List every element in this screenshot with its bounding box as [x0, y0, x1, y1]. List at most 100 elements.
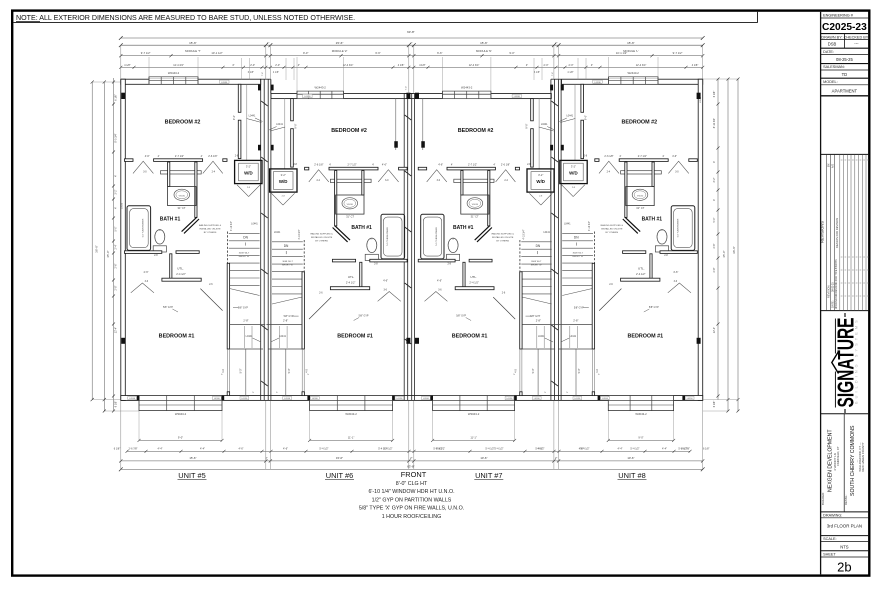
- svg-text:4': 4': [493, 164, 495, 167]
- svg-text:3-0: 3-0: [437, 179, 441, 182]
- svg-text:UNIT #5: UNIT #5: [178, 471, 205, 480]
- svg-text:DN: DN: [284, 244, 289, 248]
- svg-text:6'-6": 6'-6": [437, 51, 442, 55]
- svg-text:10'-1 1/2": 10'-1 1/2": [211, 51, 222, 55]
- svg-text:9'-0": 9'-0": [178, 435, 183, 439]
- svg-text:L0441: L0441: [566, 115, 573, 118]
- svg-text:18": 18": [159, 230, 162, 232]
- svg-text:5/8" GYP: 5/8" GYP: [456, 315, 466, 318]
- svg-text:1 HOUR ROOF/CEILING: 1 HOUR ROOF/CEILING: [382, 514, 441, 520]
- svg-text:3008 '66-T: 3008 '66-T: [282, 261, 293, 263]
- svg-text:5/8" GYP: 5/8" GYP: [284, 315, 294, 318]
- svg-text:15'-6": 15'-6": [189, 456, 196, 460]
- svg-text:31" CT: 31" CT: [178, 206, 186, 210]
- svg-text:TD: TD: [842, 72, 848, 77]
- svg-text:SALESMAN:: SALESMAN:: [823, 65, 845, 69]
- svg-text:10'-1 1/2": 10'-1 1/2": [616, 51, 627, 55]
- svg-text:L0596: L0596: [507, 398, 514, 400]
- svg-text:MODULE 'L': MODULE 'L': [623, 49, 639, 53]
- svg-text:L0596: L0596: [221, 82, 228, 84]
- svg-text:6 1/8": 6 1/8": [114, 401, 117, 408]
- svg-text:W/D: W/D: [244, 171, 253, 176]
- svg-text:5'-4 1/2": 5'-4 1/2": [494, 448, 503, 451]
- svg-text:12'-4 3/4": 12'-4 3/4": [469, 64, 480, 67]
- svg-text:2-4: 2-4: [212, 171, 216, 174]
- svg-text:2'-7 1/2": 2'-7 1/2": [468, 164, 477, 167]
- svg-text:4'-4": 4'-4": [662, 448, 667, 451]
- svg-text:4 1/8": 4 1/8": [567, 71, 573, 74]
- svg-text:63'-8": 63'-8": [407, 465, 415, 469]
- svg-text:UNIT #6: UNIT #6: [326, 471, 353, 480]
- svg-text:W2443-2: W2443-2: [315, 85, 327, 89]
- svg-text:SHORT 'W': SHORT 'W': [282, 265, 294, 267]
- svg-text:L0596: L0596: [687, 398, 694, 400]
- svg-text:W3043-2: W3043-2: [175, 412, 187, 416]
- svg-text:L0596: L0596: [700, 96, 702, 103]
- svg-text:L0596: L0596: [129, 398, 136, 400]
- svg-text:4'-6": 4'-6": [283, 448, 288, 451]
- svg-text:3rd FLOOR PLAN: 3rd FLOOR PLAN: [827, 524, 862, 529]
- svg-text:2'-8": 2'-8": [243, 319, 248, 323]
- svg-text:1'-6 7/8": 1'-6 7/8": [681, 448, 690, 451]
- svg-text:2-4: 2-4: [607, 171, 611, 174]
- svg-text:BEDROOM #2: BEDROOM #2: [165, 119, 201, 125]
- svg-text:2'-8": 2'-8": [283, 319, 288, 323]
- svg-text:5/8" GYP: 5/8" GYP: [530, 315, 540, 318]
- svg-text:2'-7 1/2": 2'-7 1/2": [348, 164, 357, 167]
- svg-text:3-6: 3-6: [674, 280, 678, 283]
- svg-text:2-8: 2-8: [374, 263, 378, 266]
- svg-text:6'-6": 6'-6": [375, 51, 380, 55]
- svg-text:12'-4 3/4": 12'-4 3/4": [636, 64, 647, 67]
- svg-text:4'-6": 4'-6": [145, 155, 150, 158]
- svg-text:ENGINEERING #: ENGINEERING #: [823, 13, 854, 17]
- svg-text:4': 4': [201, 155, 203, 158]
- svg-text:L0596: L0596: [242, 398, 249, 400]
- svg-text:UNIT #8: UNIT #8: [618, 471, 645, 480]
- svg-text:NEW HAVEN COUNTY: NEW HAVEN COUNTY: [861, 442, 865, 471]
- svg-text:8'-5 3/4": 8'-5 3/4": [114, 133, 117, 142]
- svg-text:2'-7 1/2": 2'-7 1/2": [638, 155, 647, 158]
- svg-text:NTS: NTS: [840, 545, 849, 550]
- svg-text:2": 2": [410, 457, 412, 460]
- svg-text:4 WOODY LN: 4 WOODY LN: [833, 453, 837, 471]
- svg-text:11'-1": 11'-1": [470, 435, 476, 439]
- svg-text:2'-8": 2'-8": [713, 267, 716, 272]
- svg-text:2-4: 2-4: [504, 179, 508, 182]
- svg-text:5'-4 1/2": 5'-4 1/2": [378, 448, 387, 451]
- svg-text:FRONT: FRONT: [401, 470, 427, 479]
- svg-text:5'-4 1/2": 5'-4 1/2": [678, 448, 687, 451]
- svg-text:6 1/8": 6 1/8": [114, 448, 121, 451]
- svg-text:4': 4': [329, 164, 331, 167]
- svg-text:4': 4': [713, 161, 716, 163]
- svg-text:BEDROOM #1: BEDROOM #1: [452, 334, 488, 340]
- svg-text:10'-6": 10'-6": [480, 456, 487, 460]
- svg-text:6'-10 1/4" WINDOW HDR HT U.N.O: 6'-10 1/4" WINDOW HDR HT U.N.O.: [368, 489, 454, 495]
- svg-text:L0441: L0441: [279, 335, 286, 338]
- svg-text:3'-2": 3'-2": [281, 173, 286, 177]
- svg-text:4'-4": 4'-4": [618, 448, 623, 451]
- svg-text:4 1/8": 4 1/8": [419, 64, 426, 67]
- svg-text:RAILING SUPPLIED &: RAILING SUPPLIED &: [492, 233, 515, 236]
- svg-text:08-25-25: 08-25-25: [836, 57, 853, 62]
- svg-text:4'-6": 4'-6": [144, 271, 149, 274]
- svg-text:18": 18": [370, 239, 373, 241]
- svg-text:W2443-2: W2443-2: [168, 71, 180, 75]
- svg-text:8'-11 3/4": 8'-11 3/4": [713, 118, 716, 128]
- svg-text:3008 '66-T: 3008 '66-T: [573, 253, 584, 255]
- svg-text:BATH #1: BATH #1: [453, 225, 474, 231]
- svg-text:SHEET: SHEET: [823, 552, 836, 556]
- svg-text:REVISION:: REVISION:: [826, 285, 830, 298]
- svg-text:3008 '66-T: 3008 '66-T: [531, 261, 542, 263]
- svg-text:5'-4 1/2": 5'-4 1/2": [580, 448, 589, 451]
- svg-text:SHORT 'W': SHORT 'W': [531, 265, 543, 267]
- svg-text:BY OTHERS: BY OTHERS: [315, 240, 328, 242]
- svg-text:BEDROOM #2: BEDROOM #2: [458, 128, 494, 134]
- svg-text:2'-4 1/2": 2'-4 1/2": [176, 272, 186, 276]
- svg-text:W3043-2: W3043-2: [468, 412, 480, 416]
- svg-text:5'-0": 5'-0": [532, 368, 535, 373]
- svg-text:NEXGEN DEVELOPMENT: NEXGEN DEVELOPMENT: [828, 429, 834, 492]
- svg-text:L0596: L0596: [534, 398, 541, 400]
- svg-text:WALLINGFORD, CT ---: WALLINGFORD, CT ---: [858, 442, 862, 471]
- svg-text:2": 2": [555, 457, 557, 460]
- svg-text:5'-4 1/2": 5'-4 1/2": [535, 448, 544, 451]
